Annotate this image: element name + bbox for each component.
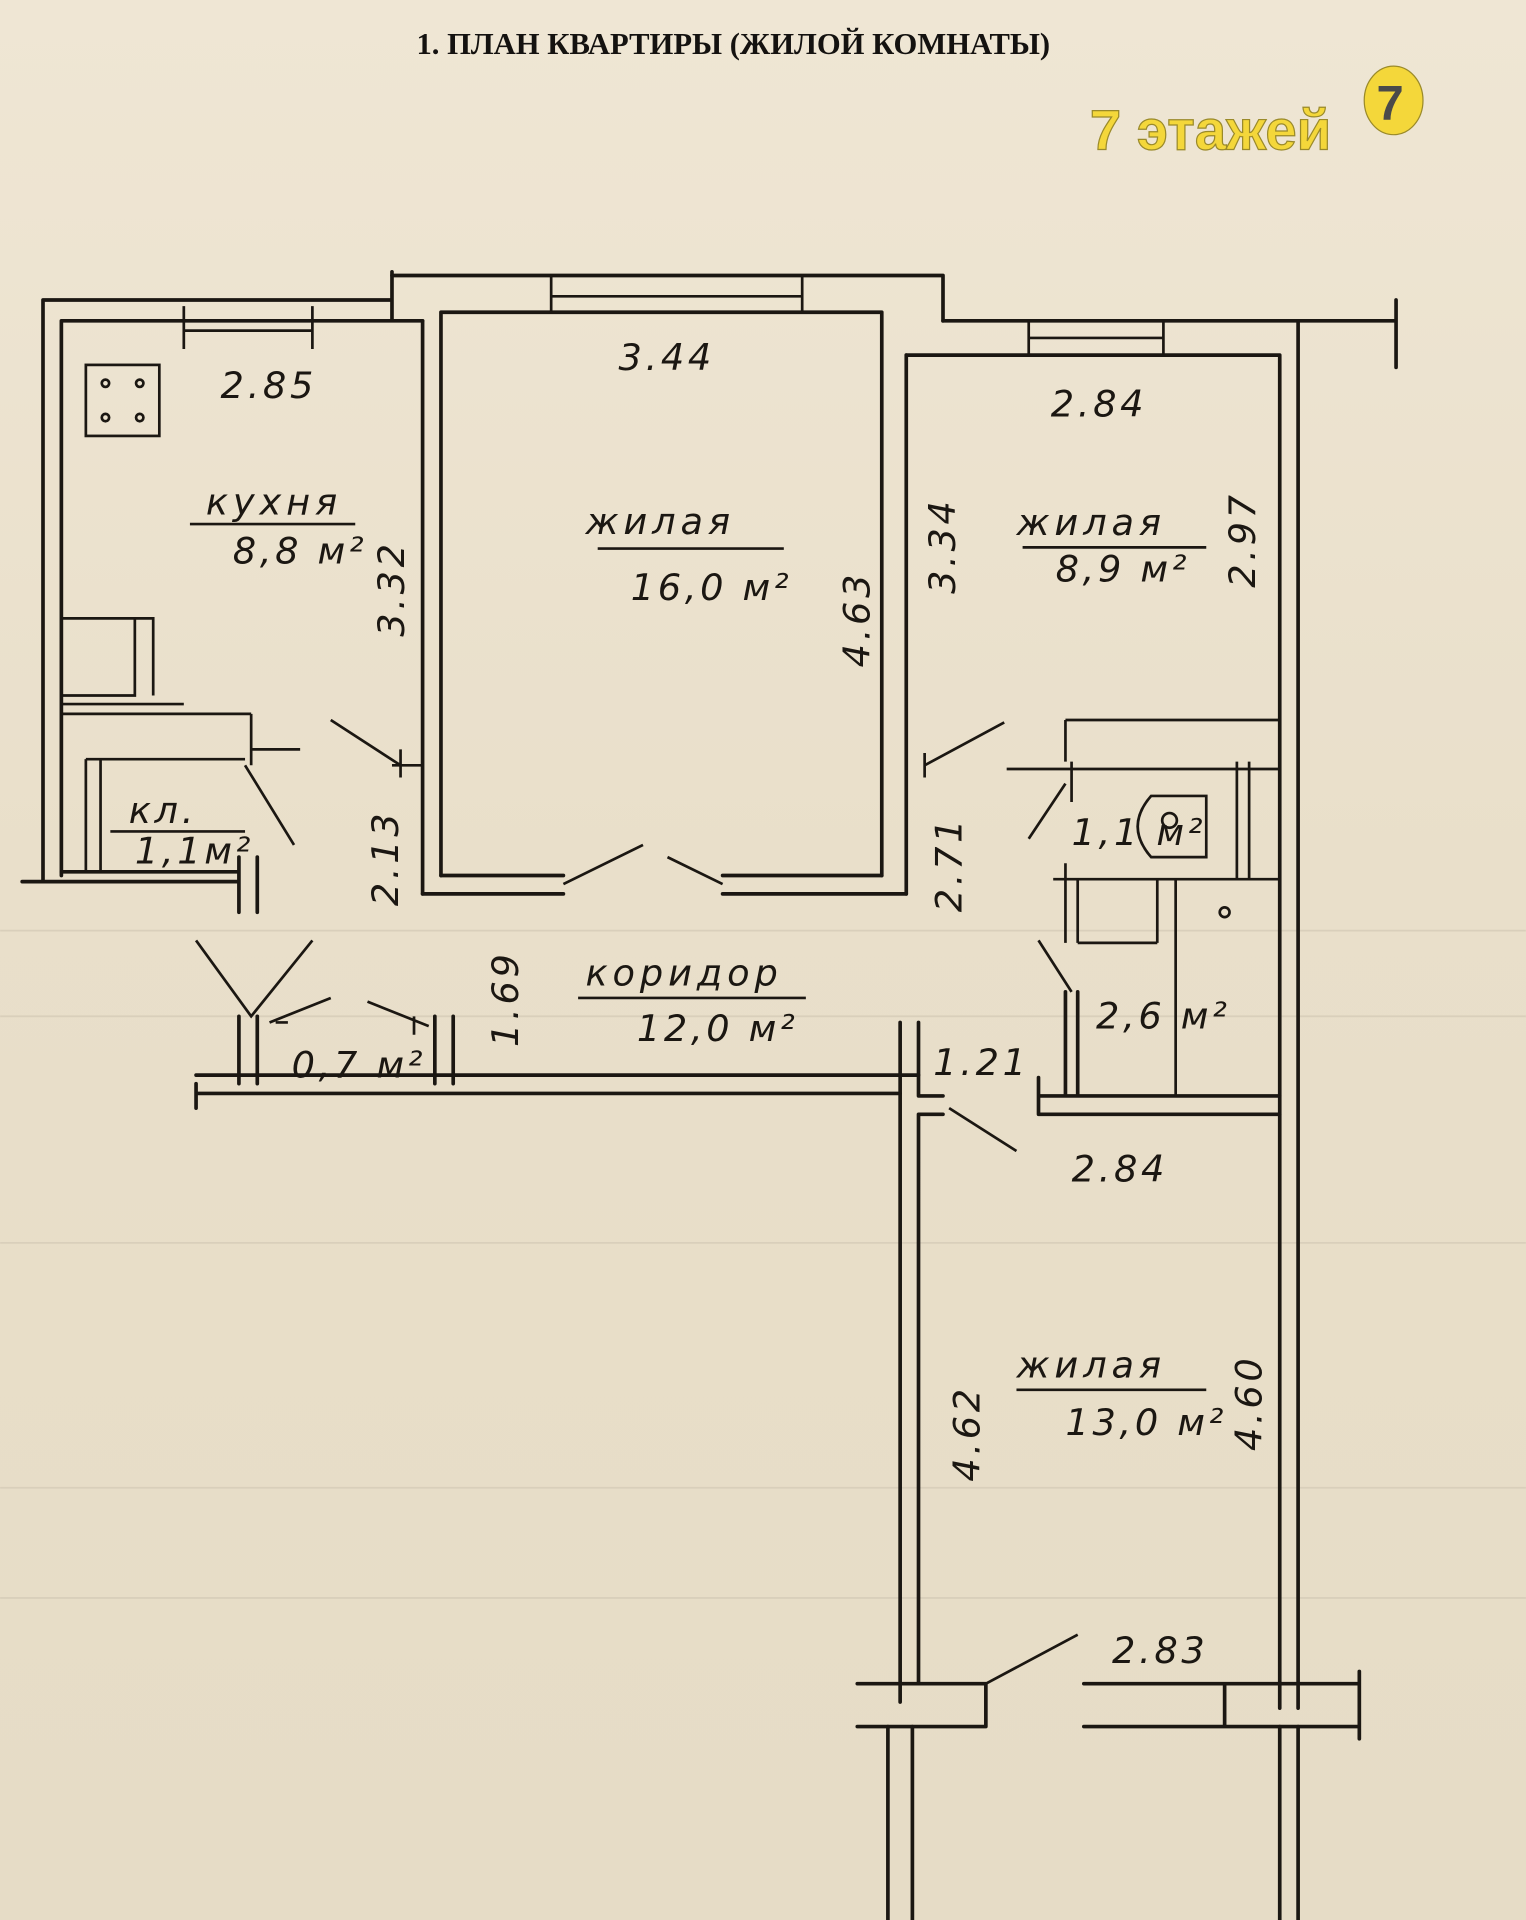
corridor-dim-c: 2.71: [927, 816, 970, 912]
living-main-length: 4.63: [836, 571, 879, 667]
stove-icon: [84, 363, 161, 438]
room-living-main: 3.44 жилая 16,0 м² 4.63: [584, 336, 878, 668]
document-title: 1. ПЛАН КВАРТИРЫ (ЖИЛОЙ КОМНАТЫ): [416, 27, 1050, 61]
watermark-text: 7 этажей: [1090, 98, 1331, 161]
room-kitchen: 2.85 кухня 8,8 м² 3.32: [189, 364, 413, 637]
pantry-name: кл.: [129, 789, 197, 832]
room-toilet: 1,1 м²: [1072, 811, 1207, 854]
living-small-name: жилая: [1015, 501, 1165, 544]
closet-area: 0,7 м²: [292, 1044, 427, 1087]
room-living-small: 2.84 3.34 жилая 8,9 м² 2.97: [921, 382, 1264, 594]
pantry-area: 1,1м²: [135, 829, 254, 872]
room-bathroom: 2,6 м²: [1096, 995, 1231, 1038]
living-large-width-bottom: 2.83: [1112, 1629, 1208, 1672]
bathroom-area: 2,6 м²: [1096, 995, 1231, 1038]
walls: [20, 270, 1398, 1920]
room-living-large: 2.84 жилая 13,0 м² 4.62 4.60 2.83: [946, 1148, 1271, 1672]
living-small-area: 8,9 м²: [1056, 548, 1191, 591]
toilet-area: 1,1 м²: [1072, 811, 1207, 854]
kitchen-length: 3.32: [370, 540, 413, 636]
living-large-length-left: 4.62: [946, 1385, 989, 1481]
living-large-area: 13,0 м²: [1065, 1401, 1227, 1444]
watermark-logo: 7 этажей 7: [1089, 65, 1424, 162]
living-small-length-left: 3.34: [921, 497, 964, 593]
room-closet: 0,7 м²: [292, 1044, 427, 1087]
kitchen-area: 8,8 м²: [233, 529, 368, 572]
living-main-area: 16,0 м²: [631, 566, 793, 609]
room-pantry: кл. 1,1м²: [110, 789, 254, 872]
room-corridor: 2.13 1.69 коридор 12,0 м² 2.71 1.21: [364, 810, 1029, 1084]
logo-badge-icon: [1363, 65, 1424, 136]
living-small-width: 2.84: [1051, 382, 1147, 425]
corridor-name: коридор: [585, 952, 782, 995]
toilet-icon: [1136, 794, 1208, 859]
corridor-dim-d: 1.21: [933, 1041, 1029, 1084]
paper-ruling: [0, 929, 1526, 1599]
living-main-name: жилая: [584, 500, 735, 543]
living-large-name: жилая: [1015, 1344, 1165, 1387]
corridor-dim-b: 1.69: [484, 950, 527, 1046]
corridor-area: 12,0 м²: [637, 1007, 799, 1050]
kitchen-width: 2.85: [221, 364, 317, 407]
logo-badge-digit: 7: [1376, 77, 1403, 131]
kitchen-name: кухня: [206, 480, 342, 523]
corridor-dim-a: 2.13: [364, 810, 407, 906]
living-large-length-right: 4.60: [1227, 1355, 1270, 1451]
living-large-width-top: 2.84: [1072, 1148, 1168, 1191]
living-main-width: 3.44: [619, 336, 715, 379]
living-small-length-right: 2.97: [1221, 491, 1264, 587]
